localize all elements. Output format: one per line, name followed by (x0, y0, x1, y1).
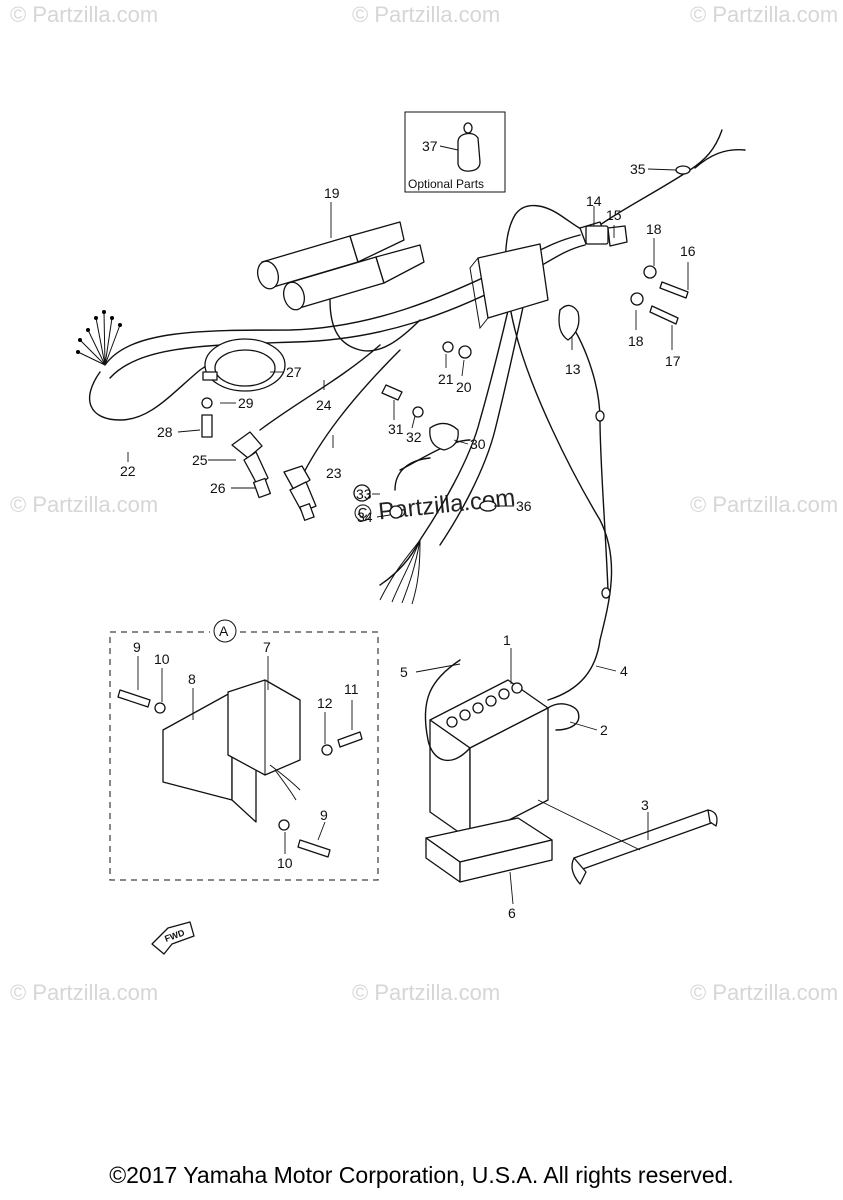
leader-lines (127, 145, 689, 905)
ignition-coils (256, 221, 425, 311)
callout-20: 20 (456, 379, 472, 395)
callout-26: 26 (210, 480, 226, 496)
callout-30: 30 (470, 436, 486, 452)
optional-parts-label: Optional Parts (408, 177, 484, 191)
callout-10-upper: 10 (154, 651, 170, 667)
callout-36: 36 (516, 498, 532, 514)
callout-21: 21 (438, 371, 454, 387)
battery-caps (446, 682, 523, 728)
cdi-unit (469, 243, 549, 330)
callout-7: 7 (263, 639, 271, 655)
callout-8: 8 (188, 671, 196, 687)
spark-plug-caps (231, 431, 317, 521)
callout-15: 15 (606, 207, 622, 223)
callout-24: 24 (316, 397, 332, 413)
callout-35: 35 (630, 161, 646, 177)
fwd-arrow: FWD (151, 921, 195, 955)
detail-a-label: A (219, 623, 229, 639)
callout-37: 37 (422, 138, 438, 154)
callout-29: 29 (238, 395, 254, 411)
horn (202, 338, 286, 392)
callout-32: 32 (406, 429, 422, 445)
callout-5: 5 (400, 664, 408, 680)
callout-19: 19 (324, 185, 340, 201)
small-hardware (201, 165, 691, 599)
copyright-notice: ©2017 Yamaha Motor Corporation, U.S.A. A… (109, 1162, 734, 1188)
watermark-top-center: © Partzilla.com (352, 2, 500, 27)
callout-4: 4 (620, 663, 628, 679)
main-switch (558, 221, 689, 341)
optional-parts-box: Optional Parts (404, 111, 506, 193)
callout-27: 27 (286, 364, 302, 380)
battery-group (424, 639, 718, 885)
watermark-top-right: © Partzilla.com (690, 2, 838, 27)
callout-3: 3 (641, 797, 649, 813)
watermarks: © Partzilla.com © Partzilla.com © Partzi… (10, 2, 838, 1005)
callout-17: 17 (665, 353, 681, 369)
callout-23: 23 (326, 465, 342, 481)
wire-harness (76, 129, 746, 641)
callout-18-lower: 18 (628, 333, 644, 349)
callout-11: 11 (344, 681, 359, 697)
callout-1: 1 (503, 632, 511, 648)
callout-2: 2 (600, 722, 608, 738)
callout-18-upper: 18 (646, 221, 662, 237)
watermark-mid-right: © Partzilla.com (690, 492, 838, 517)
callout-9-upper: 9 (133, 639, 141, 655)
callout-31: 31 (388, 421, 404, 437)
callout-28: 28 (157, 424, 173, 440)
callout-14: 14 (586, 193, 602, 209)
part-37-cap (457, 132, 481, 172)
callout-numbers: 1 2 3 4 5 6 7 8 9 9 10 10 11 12 13 14 15… (120, 138, 696, 921)
watermark-mid-left: © Partzilla.com (10, 492, 158, 517)
watermark-bottom-left: © Partzilla.com (10, 980, 158, 1005)
callout-6: 6 (508, 905, 516, 921)
watermark-top-left: © Partzilla.com (10, 2, 158, 27)
callout-13: 13 (565, 361, 581, 377)
callout-25: 25 (192, 452, 208, 468)
callout-22: 22 (120, 463, 136, 479)
callout-34: 34 (357, 509, 373, 525)
watermark-bottom-center: © Partzilla.com (352, 980, 500, 1005)
detail-a-box: A (109, 619, 379, 881)
watermark-bottom-right: © Partzilla.com (690, 980, 838, 1005)
callout-10-lower: 10 (277, 855, 293, 871)
callout-33: 33 (356, 486, 372, 502)
callout-9-lower: 9 (320, 807, 328, 823)
callout-16: 16 (680, 243, 696, 259)
callout-12: 12 (317, 695, 333, 711)
